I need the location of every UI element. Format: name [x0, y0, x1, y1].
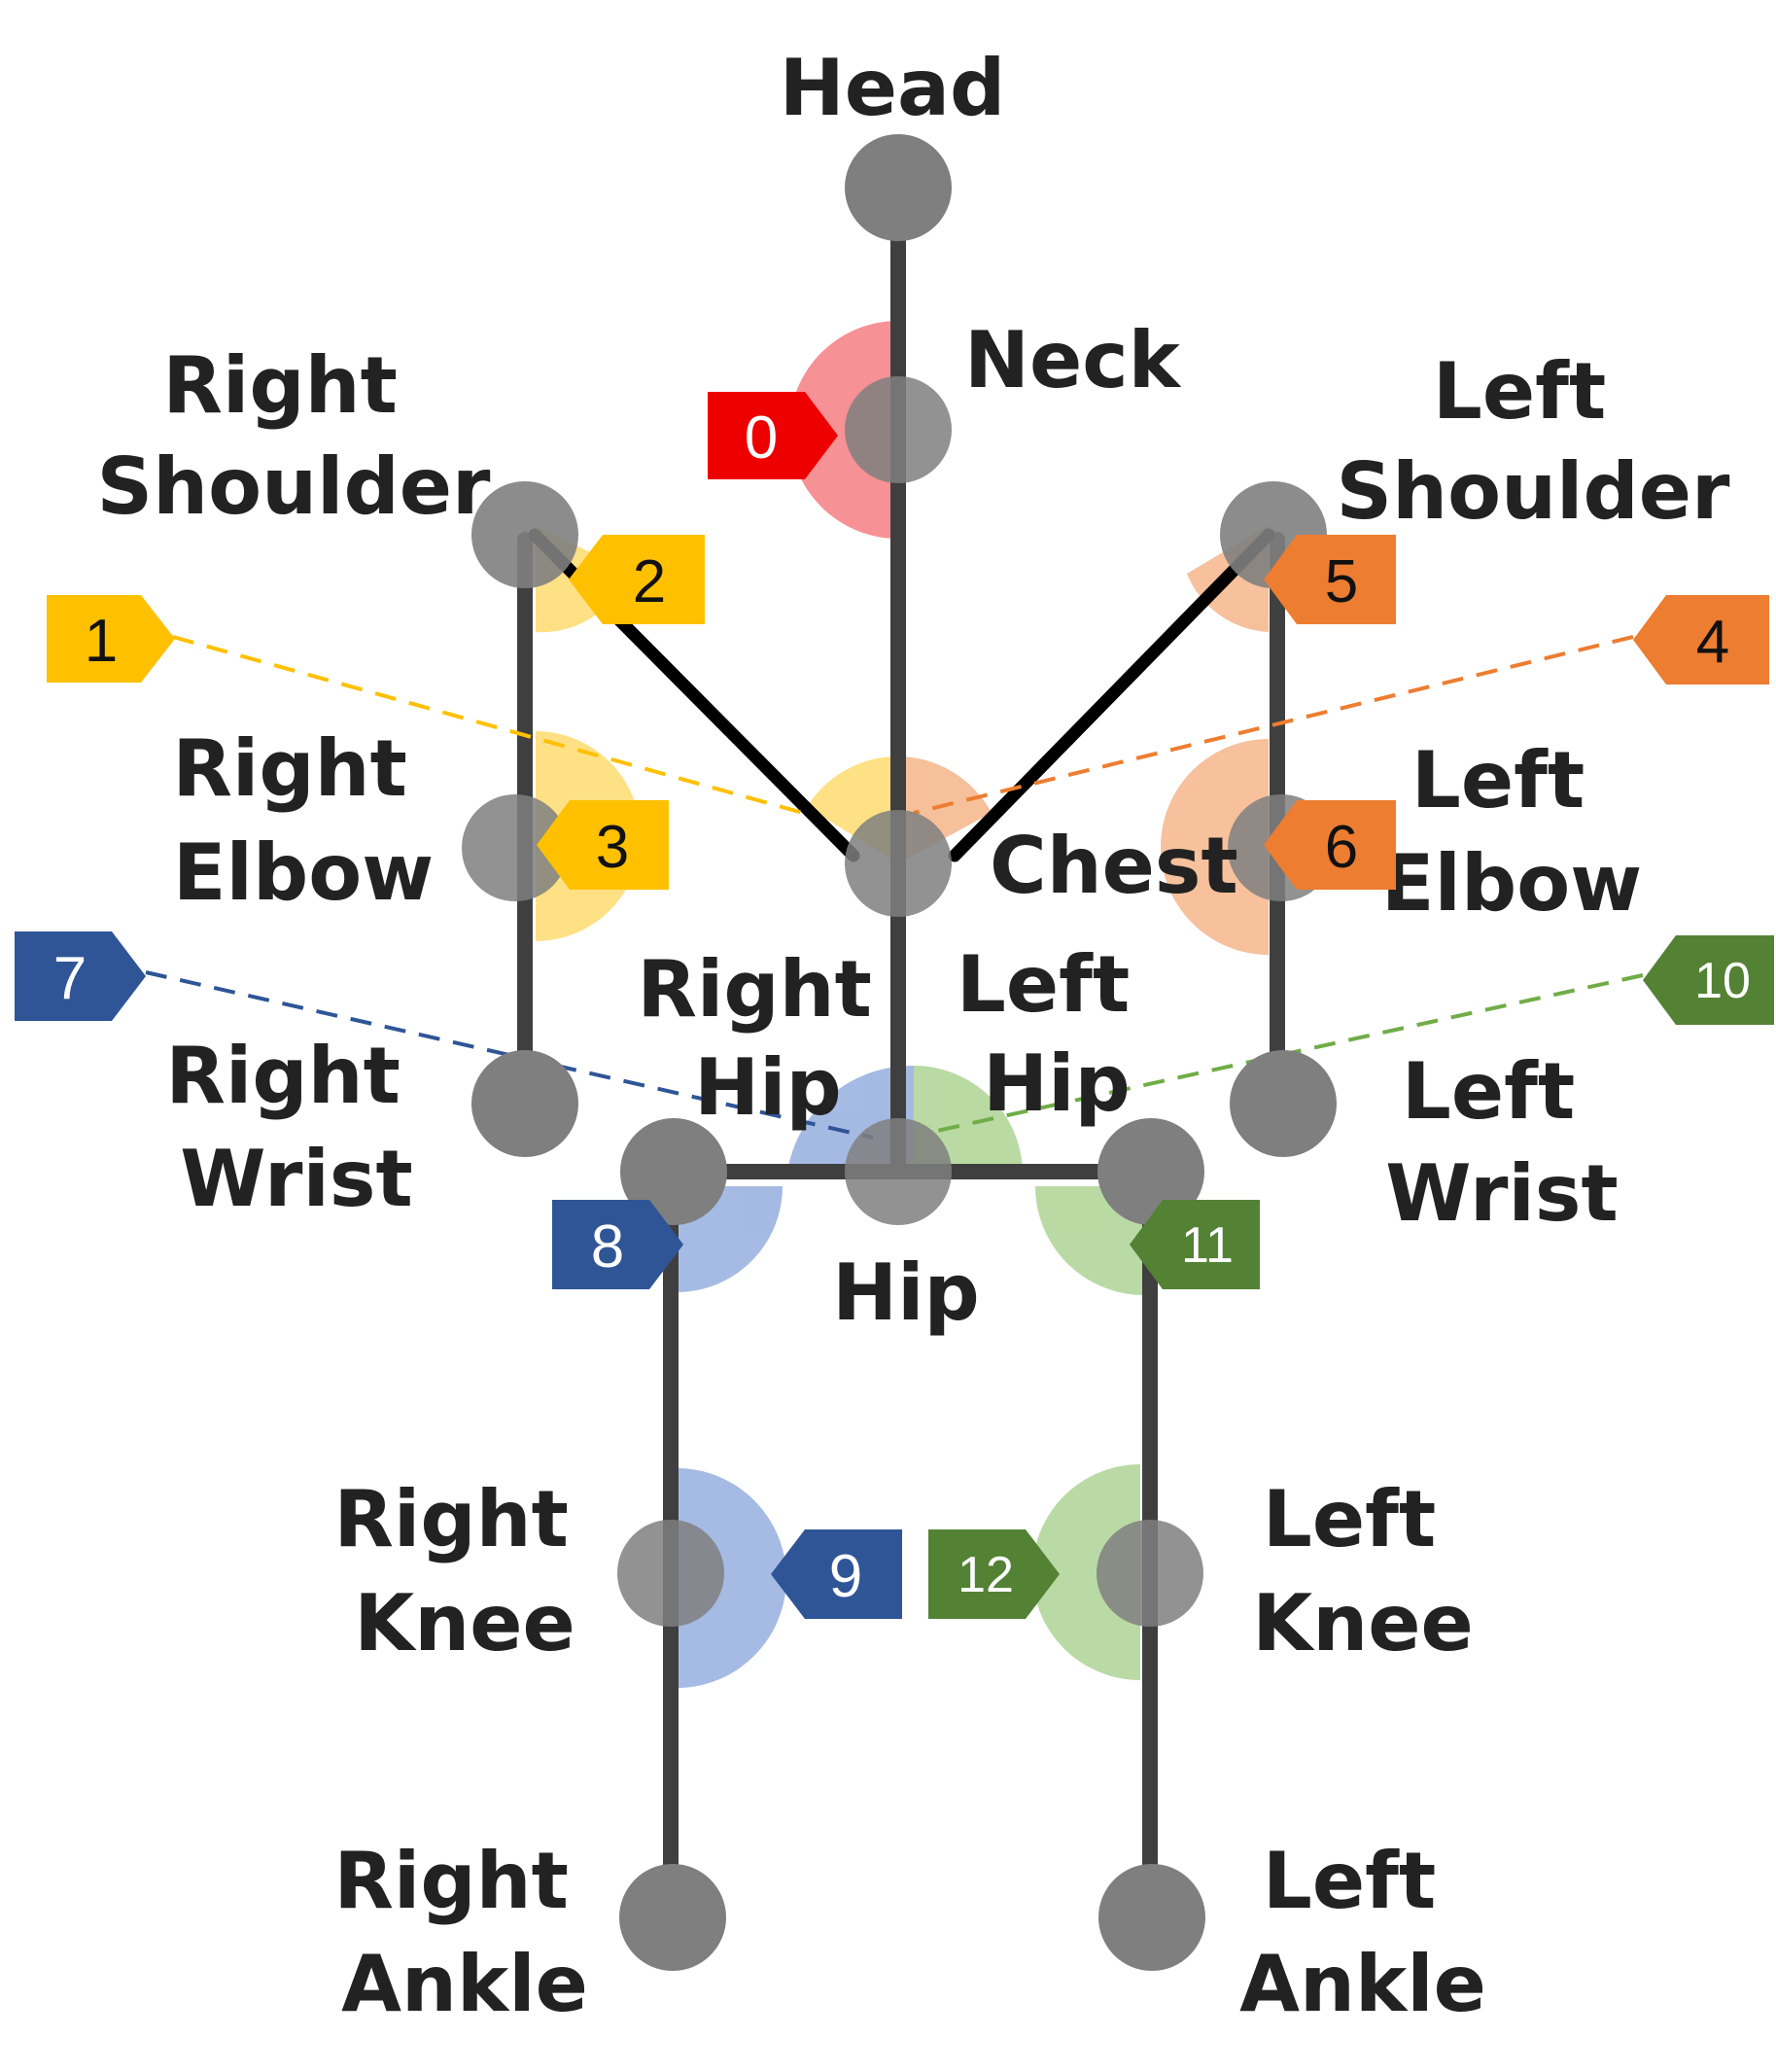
angle-arc-0 [789, 321, 898, 539]
angle-tags: 0 1 2 3 4 5 6 [15, 392, 1774, 1619]
reference-line-4 [913, 635, 1634, 815]
link-left-shoulder-chest [948, 528, 1275, 862]
svg-text:10: 10 [1694, 953, 1751, 1009]
joint-right-shoulder [471, 481, 578, 588]
joint-labels: Head Neck Chest Hip Right Shoulder Left … [97, 43, 1730, 2029]
label-right-ankle: Right Ankle [333, 1836, 595, 2029]
label-left-hip: Left Hip [957, 939, 1157, 1129]
angle-arcs [536, 321, 1269, 1688]
svg-text:1: 1 [85, 608, 118, 675]
angle-tag-7: 7 [15, 931, 146, 1021]
label-right-hip: Right Hip [637, 944, 898, 1133]
angle-tag-3: 3 [537, 800, 669, 890]
svg-text:0: 0 [745, 404, 778, 472]
label-left-shoulder: Left Shoulder [1337, 346, 1730, 537]
joint-right-knee [617, 1520, 724, 1627]
svg-text:12: 12 [958, 1547, 1014, 1603]
label-right-shoulder: Right Shoulder [97, 340, 491, 532]
svg-text:2: 2 [633, 548, 666, 615]
angle-arc-11 [1035, 1186, 1142, 1295]
angle-tag-8: 8 [552, 1200, 683, 1289]
angle-arc-6 [1161, 739, 1269, 955]
svg-text:7: 7 [53, 945, 87, 1012]
svg-text:11: 11 [1181, 1217, 1234, 1274]
joint-right-elbow [462, 794, 569, 901]
svg-text:4: 4 [1696, 609, 1729, 676]
angle-tag-6: 6 [1264, 800, 1396, 890]
label-left-knee: Left Knee [1252, 1474, 1473, 1668]
joint-hip [845, 1118, 952, 1225]
joint-head [845, 134, 952, 241]
svg-text:6: 6 [1325, 814, 1358, 881]
reference-line-1 [172, 635, 804, 815]
svg-text:5: 5 [1325, 548, 1358, 615]
svg-text:9: 9 [829, 1543, 862, 1610]
angle-tag-1: 1 [47, 595, 175, 683]
angle-tag-4: 4 [1633, 595, 1769, 685]
joint-right-hip [620, 1118, 727, 1225]
joint-left-ankle [1098, 1864, 1205, 1971]
joint-left-wrist [1230, 1050, 1337, 1157]
angle-tag-10: 10 [1643, 935, 1774, 1025]
angle-tag-12: 12 [928, 1529, 1060, 1619]
joint-right-wrist [471, 1050, 578, 1157]
label-right-wrist: Right Wrist [165, 1031, 427, 1224]
svg-text:3: 3 [596, 814, 629, 881]
angle-tag-0: 0 [708, 392, 838, 479]
label-right-elbow: Right Elbow [172, 723, 434, 918]
angle-tag-5: 5 [1264, 535, 1396, 624]
angle-tag-2: 2 [569, 535, 705, 624]
label-neck: Neck [964, 315, 1182, 405]
angle-tag-9: 9 [771, 1529, 902, 1619]
joints [462, 134, 1337, 1971]
angle-tag-11: 11 [1130, 1200, 1260, 1289]
label-head: Head [780, 43, 1005, 133]
svg-text:8: 8 [591, 1213, 624, 1281]
reference-line-7 [145, 970, 874, 1140]
label-left-ankle: Left Ankle [1239, 1836, 1486, 2029]
joint-chest [845, 810, 952, 917]
angle-arc-12 [1032, 1464, 1140, 1680]
joint-left-hip [1097, 1118, 1204, 1225]
label-hip: Hip [832, 1247, 980, 1338]
joint-left-knee [1097, 1520, 1203, 1627]
label-chest: Chest [990, 821, 1238, 911]
angle-arc-9 [677, 1468, 786, 1688]
label-right-knee: Right Knee [333, 1474, 595, 1668]
label-left-wrist: Left Wrist [1385, 1046, 1619, 1239]
joint-neck [845, 376, 952, 483]
joint-right-ankle [619, 1864, 726, 1971]
label-left-elbow: Left Elbow [1381, 735, 1642, 929]
